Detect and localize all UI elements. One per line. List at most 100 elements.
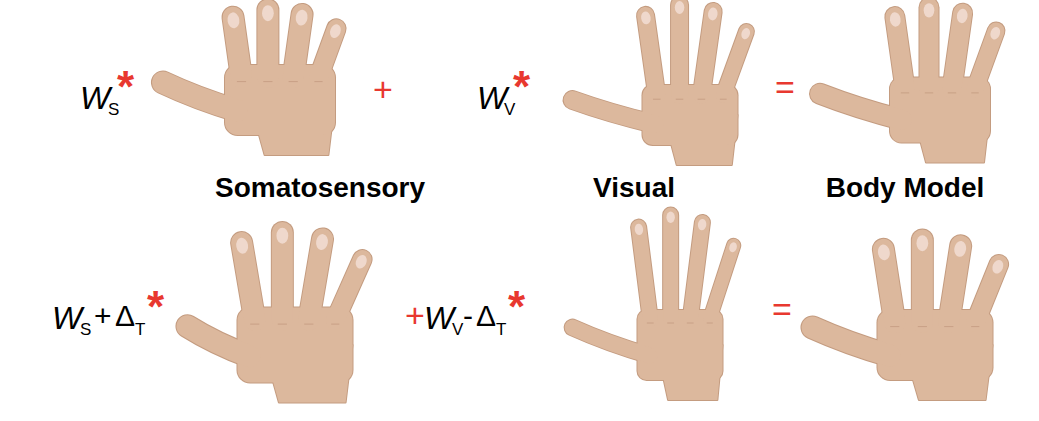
hand-fill xyxy=(573,215,734,400)
fingernail xyxy=(354,253,369,270)
hand-illustration xyxy=(813,235,1006,400)
knuckle-crease xyxy=(653,99,660,100)
operator-symbol: + xyxy=(373,70,393,109)
formula-term: W xyxy=(80,80,110,117)
fingernail xyxy=(877,244,891,262)
knuckle-crease xyxy=(972,326,979,327)
finger-shape xyxy=(701,11,713,95)
knuckle-crease xyxy=(972,92,979,93)
knuckle-crease xyxy=(332,324,339,325)
knuckle-crease xyxy=(945,326,953,327)
hand-fill xyxy=(188,233,363,403)
formula-term: Δ xyxy=(476,299,496,334)
fingernail xyxy=(697,218,707,230)
fingernail xyxy=(276,228,288,244)
knuckle-crease xyxy=(687,323,693,324)
hand-fill xyxy=(573,5,747,165)
thumb-shape xyxy=(573,100,655,124)
finger-shape xyxy=(710,245,734,319)
finger-shape xyxy=(242,243,255,320)
finger-shape xyxy=(242,243,255,320)
finger-shape xyxy=(975,31,996,89)
thumb-shape xyxy=(163,83,237,111)
finger-shape xyxy=(952,13,963,89)
finger-shape xyxy=(895,17,905,89)
finger-shape xyxy=(952,13,963,89)
thumb-shape xyxy=(813,328,890,356)
finger-shape xyxy=(272,233,293,321)
knuckle-crease xyxy=(251,324,259,325)
fingernail xyxy=(953,240,967,258)
operator-symbol: * xyxy=(513,62,530,113)
fingernail xyxy=(315,233,329,251)
knuckle-crease xyxy=(668,323,674,324)
thumb-shape xyxy=(573,328,650,356)
fingernail xyxy=(989,26,1002,41)
finger-shape xyxy=(723,31,746,95)
panel-caption: Somatosensory xyxy=(215,172,425,204)
knuckle-crease xyxy=(647,323,653,324)
fingernail xyxy=(262,5,274,21)
finger-shape xyxy=(949,246,961,323)
knuckle-crease xyxy=(918,326,926,327)
fingernail xyxy=(916,235,928,251)
finger-shape xyxy=(646,15,657,95)
hand-illustration xyxy=(820,3,1002,162)
finger-shape xyxy=(919,8,940,89)
thumb-shape xyxy=(820,94,902,120)
finger-shape xyxy=(309,239,323,320)
hand-fill xyxy=(820,8,996,163)
hand-outline xyxy=(820,8,996,163)
hand-illustration xyxy=(573,212,739,400)
fingernail xyxy=(889,12,902,28)
finger-shape xyxy=(663,215,678,319)
finger-shape xyxy=(949,246,961,323)
formula-term: T xyxy=(496,320,506,340)
knuckle-crease xyxy=(707,323,712,324)
fingernail xyxy=(227,12,241,29)
finger-shape xyxy=(701,11,713,95)
operator-symbol: * xyxy=(147,282,164,333)
fingernail xyxy=(675,1,685,14)
knuckle-crease xyxy=(891,326,899,327)
operator-symbol: = xyxy=(772,290,792,329)
finger-shape xyxy=(671,5,688,95)
formula-term: S xyxy=(80,320,91,340)
knuckle-crease xyxy=(305,324,313,325)
finger-shape xyxy=(723,31,746,95)
fingernail xyxy=(295,9,309,26)
operator-symbol: * xyxy=(117,62,134,113)
fingernail xyxy=(666,212,674,223)
knuckle-crease xyxy=(289,81,297,82)
finger-shape xyxy=(271,233,294,321)
finger-shape xyxy=(335,259,362,320)
finger-shape xyxy=(690,222,702,319)
finger-shape xyxy=(690,222,702,319)
finger-shape xyxy=(920,8,939,89)
thumb-shape xyxy=(188,326,250,356)
finger-shape xyxy=(710,245,734,319)
fingernail xyxy=(990,258,1005,275)
hand-fill xyxy=(163,10,336,155)
knuckle-crease xyxy=(676,99,683,100)
knuckle-crease xyxy=(901,92,909,93)
hand-illustration xyxy=(573,1,752,165)
knuckle-crease xyxy=(948,92,956,93)
fingernail xyxy=(707,7,718,21)
hand-outline xyxy=(163,10,336,155)
formula-term: W xyxy=(424,300,454,337)
operator-symbol: = xyxy=(775,68,795,107)
formula-term: W xyxy=(477,80,507,117)
knuckle-crease xyxy=(698,99,705,100)
hand-outline xyxy=(573,5,747,165)
fingernail xyxy=(328,23,343,40)
formula-term: W xyxy=(52,300,82,337)
fingernail xyxy=(740,27,752,41)
fingernail xyxy=(634,223,644,235)
formula-term: V xyxy=(452,320,463,340)
fingernail xyxy=(956,8,969,24)
hand-illustration xyxy=(188,228,369,403)
finger-shape xyxy=(335,259,362,320)
finger-shape xyxy=(639,227,651,319)
knuckle-crease xyxy=(264,81,272,82)
